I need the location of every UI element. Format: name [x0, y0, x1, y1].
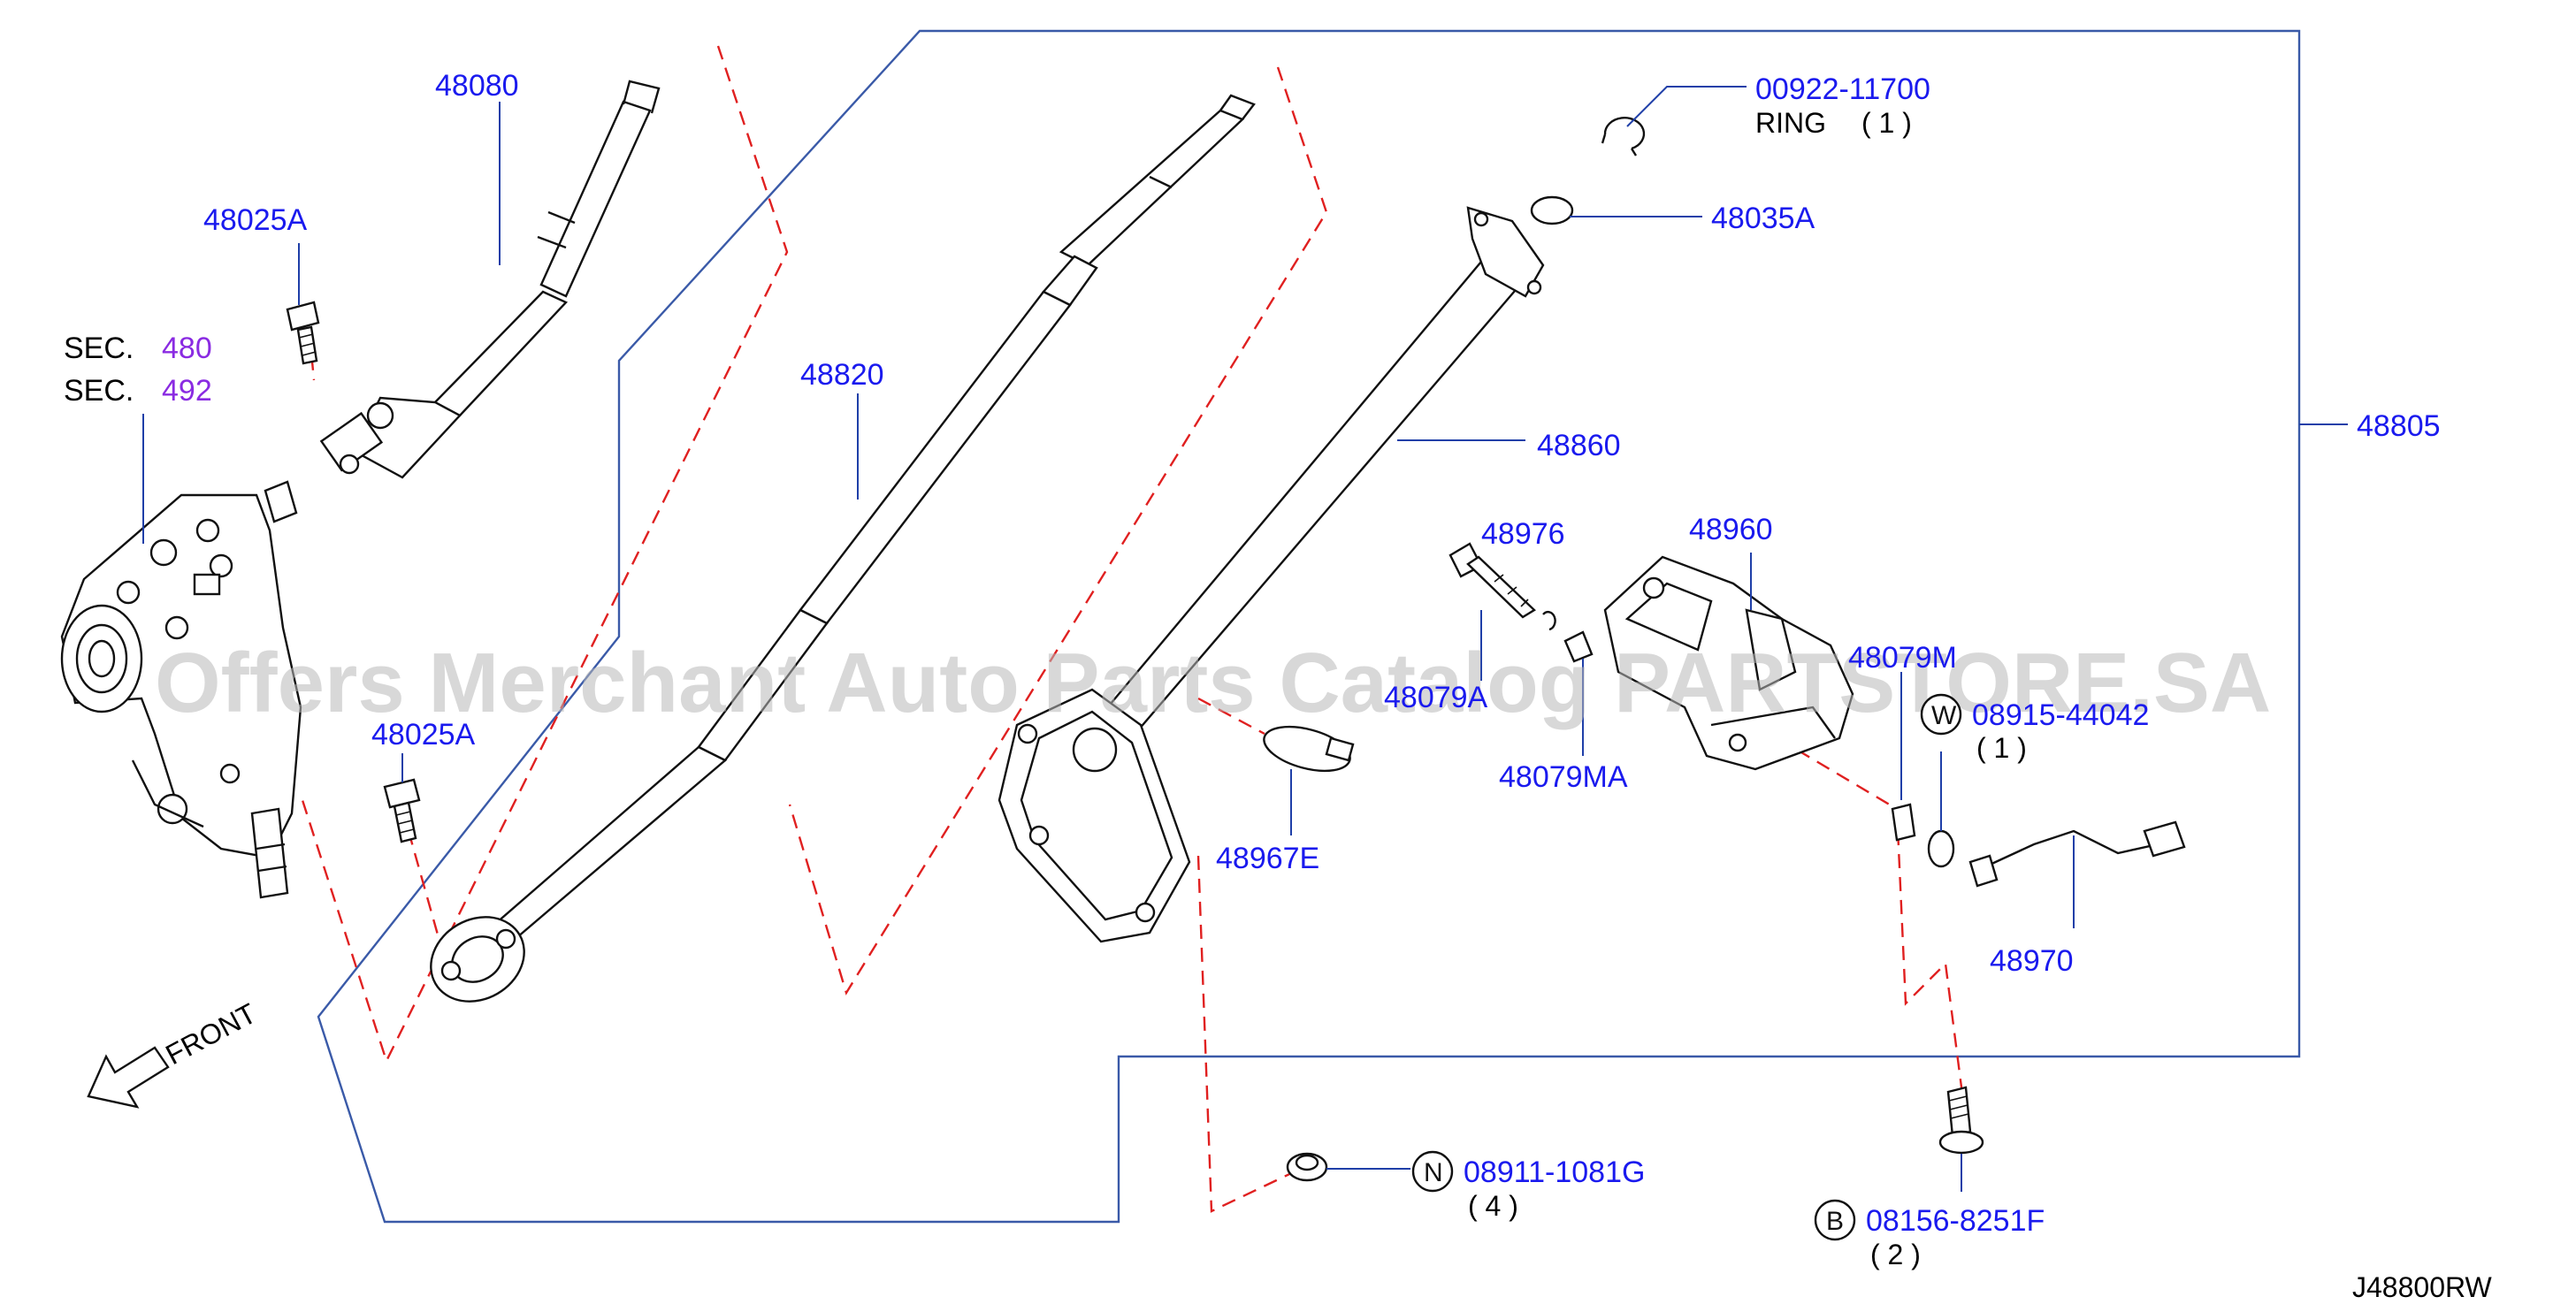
- part-number-48970[interactable]: 48970: [1990, 944, 2074, 978]
- dashed-box-middle: [788, 66, 1328, 995]
- lower-shaft-48820: [430, 94, 1256, 1003]
- diagram-code: J48800RW: [2352, 1271, 2493, 1303]
- clip-48976: [1542, 610, 1556, 631]
- washer-letter-badge: [1920, 693, 1962, 736]
- part-number-48035A[interactable]: 48035A: [1711, 202, 1815, 235]
- nut-letter-badge: [1411, 1150, 1454, 1193]
- bolt-quantity: ( 2 ): [1870, 1239, 1921, 1270]
- bolt-letter: B: [1826, 1207, 1844, 1236]
- part-number-48079MA[interactable]: 48079MA: [1499, 760, 1628, 794]
- part-number-48967E[interactable]: 48967E: [1216, 842, 1319, 875]
- part-number-48820[interactable]: 48820: [800, 358, 884, 392]
- bolt-letter-badge: [1814, 1199, 1856, 1241]
- part-number-48079M[interactable]: 48079M: [1848, 641, 1957, 675]
- section-number-480[interactable]: 480: [162, 332, 212, 365]
- nut-letter: N: [1424, 1158, 1443, 1187]
- section-label-480: SEC.: [64, 332, 134, 365]
- ring-quantity: ( 1 ): [1861, 107, 1912, 139]
- o-ring-48035A: [1530, 195, 1574, 225]
- bracket-48960: [1563, 555, 1854, 771]
- part-number-08156-8251F[interactable]: 08156-8251F: [1866, 1204, 2045, 1238]
- washer-08915-44042: [1927, 829, 1955, 868]
- bolt-48025A-top: [286, 301, 320, 365]
- part-number-08915-44042[interactable]: 08915-44042: [1972, 698, 2149, 732]
- leader-00922: [1626, 86, 1747, 127]
- dashed-bolt-line-lower: [407, 830, 444, 951]
- dashed-line-flange-nut: [1196, 855, 1305, 1213]
- part-number-08911-1081G[interactable]: 08911-1081G: [1464, 1156, 1645, 1189]
- steering-gear-box: [60, 480, 302, 899]
- part-number-48079A[interactable]: 48079A: [1384, 681, 1488, 714]
- watermark-text: Offers Merchant Auto Parts Catalog PARTS…: [155, 636, 2271, 730]
- section-label-492: SEC.: [64, 374, 134, 408]
- intermediate-shaft-48080: [319, 80, 661, 479]
- part-number-48805[interactable]: 48805: [2357, 409, 2441, 443]
- flange-nut-08911-1081G: [1286, 1152, 1328, 1182]
- section-number-492[interactable]: 492: [162, 374, 212, 408]
- front-arrow-icon: [87, 1046, 170, 1109]
- clamp-48967E: [1263, 725, 1355, 773]
- dashed-box-left: [301, 45, 789, 1064]
- ring-label: RING: [1755, 107, 1826, 139]
- front-label: FRONT: [160, 997, 261, 1072]
- dashed-line-bracket-bolt: [1777, 736, 1965, 1102]
- ring-00922-11700: [1601, 117, 1646, 156]
- bolt-48976: [1449, 542, 1536, 619]
- washer-letter: W: [1931, 701, 1957, 730]
- washer-quantity: ( 1 ): [1976, 732, 2027, 764]
- nut-quantity: ( 4 ): [1468, 1190, 1518, 1222]
- bolt-08156-8251F: [1938, 1086, 1984, 1155]
- bolt-48025A-bottom: [383, 778, 421, 843]
- part-number-48860[interactable]: 48860: [1537, 429, 1621, 462]
- part-number-00922-11700[interactable]: 00922-11700: [1755, 72, 1930, 106]
- dashed-line-clamp: [1197, 697, 1265, 736]
- assembly-frame-48805: [317, 29, 2301, 1224]
- part-number-48025A-top[interactable]: 48025A: [203, 203, 308, 237]
- harness-48970: [1968, 820, 2186, 888]
- bracket-clip-48079M: [1891, 803, 1916, 842]
- part-number-48960[interactable]: 48960: [1689, 513, 1773, 546]
- part-number-48976[interactable]: 48976: [1481, 517, 1565, 551]
- part-number-48080[interactable]: 48080: [435, 69, 519, 103]
- part-number-48025A-bottom[interactable]: 48025A: [371, 718, 476, 751]
- column-tube-48860: [998, 206, 1545, 943]
